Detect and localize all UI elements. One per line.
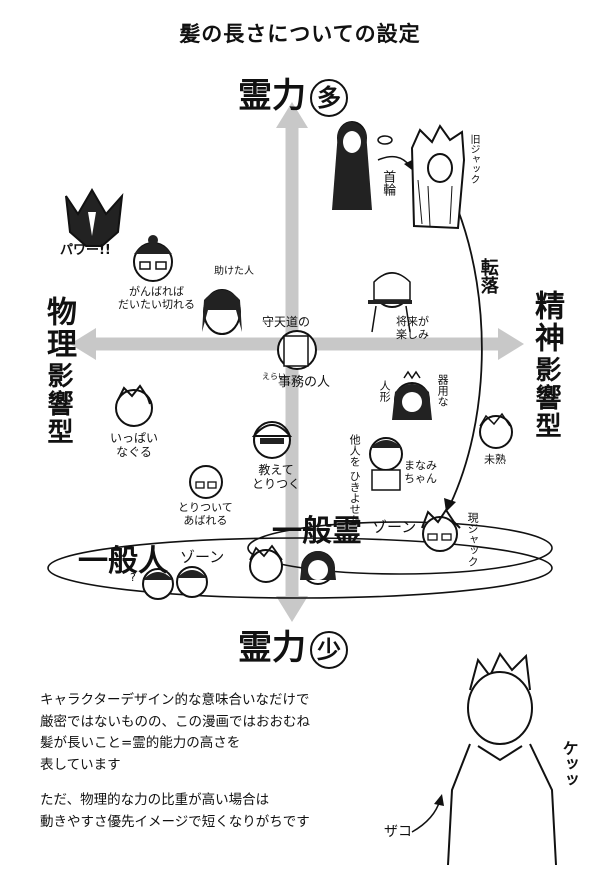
axis-bottom-text: 霊力: [238, 628, 306, 668]
note-line-4: 表しています: [40, 756, 121, 773]
ganbareba-label: がんばれば だいたい切れる: [118, 285, 195, 311]
toritsuite-label: とりついて あばれる: [178, 501, 233, 527]
ippanjin-zone-label: ゾーン: [180, 548, 225, 566]
punch-guy-drawing: [115, 384, 153, 427]
general-person-2-drawing: [176, 566, 208, 598]
ippanrei-zone-label: ゾーン: [372, 518, 417, 536]
ippai-label: いっぱい なぐる: [110, 431, 159, 459]
transform-label: 転落: [477, 258, 499, 294]
glasses-guy-drawing: [133, 235, 173, 282]
axis-top-text: 霊力: [238, 76, 306, 116]
notes-block-1: キャラクターデザイン的な意味合いなだけで 厳密ではないものの、この漫画ではおおむ…: [40, 690, 310, 776]
axis-right-sub: 影響型: [531, 356, 561, 440]
axis-bottom-label: 霊力少: [238, 620, 348, 669]
axis-top-label: 霊力多: [238, 68, 348, 117]
power-label: パワー!!: [60, 243, 111, 258]
ketsu-label: ケッッ: [559, 740, 579, 788]
transform-arrow: [449, 209, 483, 506]
possessed-guy-drawing: [189, 465, 223, 499]
ippanjin-label: 一般人: [78, 544, 168, 579]
notes-block-2: ただ、物理的な力の比重が高い場合は 動きやすさ優先イメージで短くなりがちです: [40, 790, 310, 833]
gen-jack-label: 現ジャック: [466, 512, 480, 567]
oshiete-label: 教えて とりつく: [252, 463, 301, 491]
arrow-down: [276, 596, 308, 622]
mijuku-label: 未熟: [484, 453, 506, 466]
page-title: 髪の長さについての設定: [179, 22, 421, 46]
wolf-mask-drawing: [65, 188, 124, 247]
old-jack-drawing: [410, 124, 466, 230]
office-person-drawing: [277, 330, 317, 370]
arrow-left: [70, 328, 96, 360]
eraii-label: えらい: [262, 372, 286, 381]
tanin-label: 他人を ひきよせた: [348, 434, 362, 526]
axis-bottom-circle: 少: [310, 630, 348, 669]
helped-person-drawing: [202, 289, 242, 335]
shuten-label: 守天道の: [262, 315, 311, 329]
jimusho-label: 事務の人: [278, 375, 331, 390]
manami-drawing: [369, 437, 403, 491]
long-hair-woman-drawing: [332, 121, 372, 210]
axis-right-main: 精神: [529, 290, 564, 354]
manga-artist-drawing: [368, 272, 412, 333]
necklace-label: 首輪: [380, 170, 396, 196]
helped-label: 助けた人: [214, 266, 254, 277]
helmet-guy-drawing: [251, 421, 293, 459]
necklace-icon: [377, 135, 393, 145]
general-person-4-drawing: [300, 551, 336, 585]
manga-artist-label: 将来が 楽しみ: [396, 315, 429, 341]
note-line-3: 髪が長いこと=霊的能力の高さを: [40, 735, 241, 752]
question-label: ?: [130, 571, 136, 584]
zako-label: ザコ: [384, 824, 412, 840]
note-line-6: 動きやすさ優先イメージで短くなりがちです: [40, 813, 310, 830]
note-line-2: 厳密ではないものの、この漫画ではおおむね: [40, 713, 310, 730]
general-person-1-drawing: [142, 568, 174, 600]
axis-left-main: 物理: [41, 296, 76, 360]
note-line-5: ただ、物理的な力の比重が高い場合は: [40, 792, 270, 808]
axis-top-circle: 多: [310, 78, 348, 117]
kiyou-label: 器用な: [436, 374, 450, 407]
arrow-up: [276, 102, 308, 128]
general-person-3-drawing: [249, 544, 283, 583]
ningyou-label: 人形: [378, 380, 392, 402]
doll-girl-drawing: [392, 370, 432, 420]
note-line-1: キャラクターデザイン的な意味合いなだけで: [40, 692, 310, 708]
arrow-right: [498, 328, 524, 360]
manami-label: まなみ ちゃん: [404, 459, 437, 485]
old-jack-label: 旧ジャック: [468, 134, 479, 184]
axis-left-sub: 影響型: [43, 362, 73, 446]
zako-character-drawing: [411, 652, 557, 866]
transform-arrowhead: [444, 498, 456, 512]
ippanrei-label: 一般霊: [272, 514, 362, 549]
mijuku-drawing: [479, 412, 513, 449]
ippanrei-zone-ellipse: [247, 521, 553, 575]
current-jack-drawing: [421, 508, 461, 552]
ippanjin-zone-ellipse: [47, 537, 553, 599]
